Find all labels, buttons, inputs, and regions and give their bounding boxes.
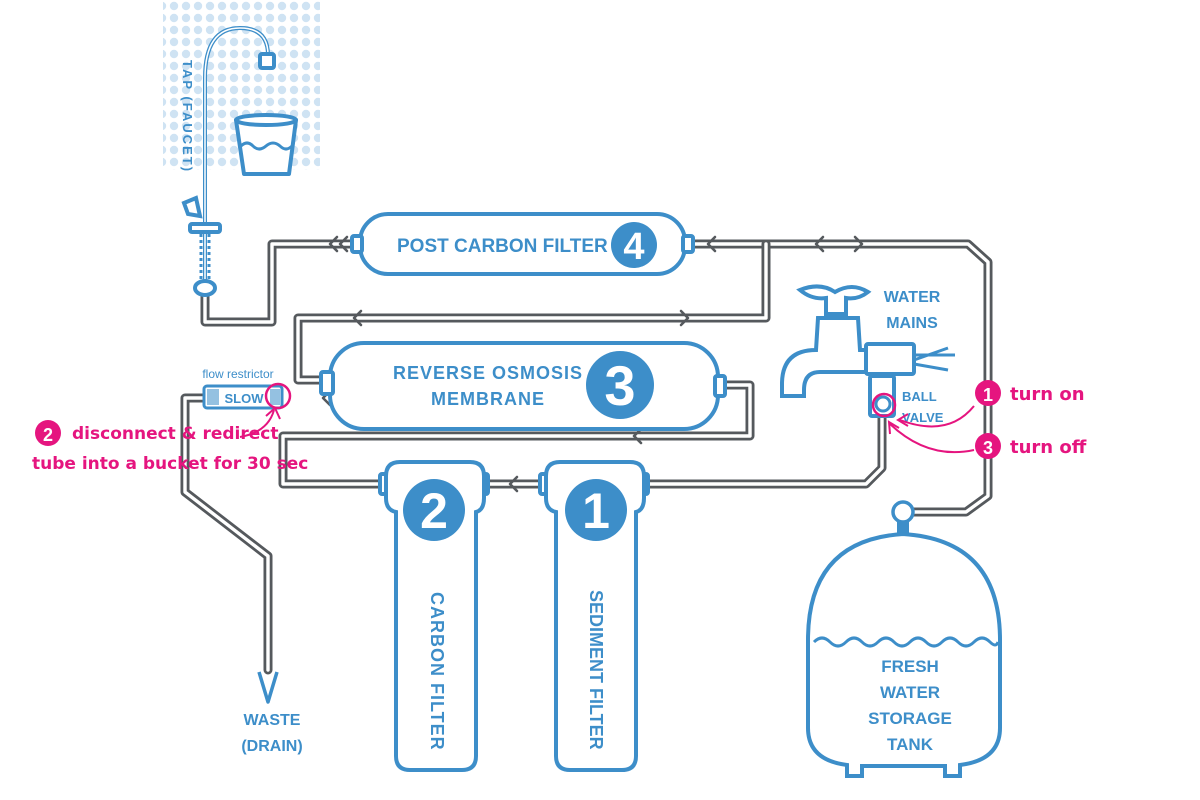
sediment-number: 1: [582, 483, 610, 539]
ro-membrane: REVERSE OSMOSIS MEMBRANE 3: [319, 341, 727, 431]
tank-label-line2: WATER: [880, 683, 940, 702]
carbon-filter: 2 CARBON FILTER: [378, 460, 490, 772]
step-3-annotation: 3 turn off: [887, 420, 1087, 459]
water-mains-faucet-icon: WATER MAINS: [780, 284, 955, 398]
flow-restrictor: flow restrictor SLOW: [202, 367, 292, 410]
step-2-line2: tube into a bucket for 30 sec: [32, 454, 308, 474]
storage-tank: FRESH WATER STORAGE TANK: [806, 500, 1002, 778]
step-3-number: 3: [983, 438, 993, 458]
ball-valve: BALL VALVE: [868, 374, 944, 425]
pipes: [180, 239, 993, 675]
ro-label-line1: REVERSE OSMOSIS: [393, 363, 583, 383]
glass-icon: [234, 113, 298, 176]
tap-faucet: TAP (FAUCET): [180, 26, 276, 297]
post-carbon-label: POST CARBON FILTER: [397, 236, 608, 257]
water-mains-line1: WATER: [884, 289, 941, 306]
flow-restrictor-label: flow restrictor: [202, 367, 273, 381]
ro-number: 3: [604, 354, 635, 417]
water-mains-line2: MAINS: [886, 315, 938, 332]
post-carbon-number: 4: [623, 226, 644, 268]
restrictor-highlight: [264, 382, 292, 410]
carbon-number: 2: [420, 483, 448, 539]
sediment-filter-label: SEDIMENT FILTER: [586, 590, 606, 750]
post-carbon-filter: POST CARBON FILTER 4: [350, 212, 695, 276]
step-1-text: turn on: [1010, 384, 1085, 405]
step-3-text: turn off: [1010, 437, 1087, 458]
waste-drain: WASTE (DRAIN): [241, 671, 303, 755]
sediment-filter: 1 SEDIMENT FILTER: [538, 460, 650, 772]
step-2-number: 2: [43, 425, 53, 445]
ro-label-line2: MEMBRANE: [431, 389, 545, 409]
waste-label-line1: WASTE: [244, 712, 301, 729]
step-1-annotation: 1 turn on: [896, 380, 1085, 428]
ball-valve-highlight: [871, 392, 897, 418]
step-1-number: 1: [983, 385, 993, 405]
tap-label: TAP (FAUCET): [180, 60, 195, 173]
tank-label-line4: TANK: [887, 735, 934, 754]
ball-valve-line1: BALL: [902, 389, 937, 404]
slow-label: SLOW: [225, 391, 265, 406]
step-2-annotation: 2 disconnect & redirect tube into a buck…: [32, 406, 308, 474]
tank-label-line3: STORAGE: [868, 709, 952, 728]
step-2-line1: disconnect & redirect: [72, 424, 279, 444]
ball-valve-line2: VALVE: [902, 410, 944, 425]
waste-label-line2: (DRAIN): [241, 738, 302, 755]
tank-label-line1: FRESH: [881, 657, 939, 676]
carbon-filter-label: CARBON FILTER: [427, 592, 447, 751]
